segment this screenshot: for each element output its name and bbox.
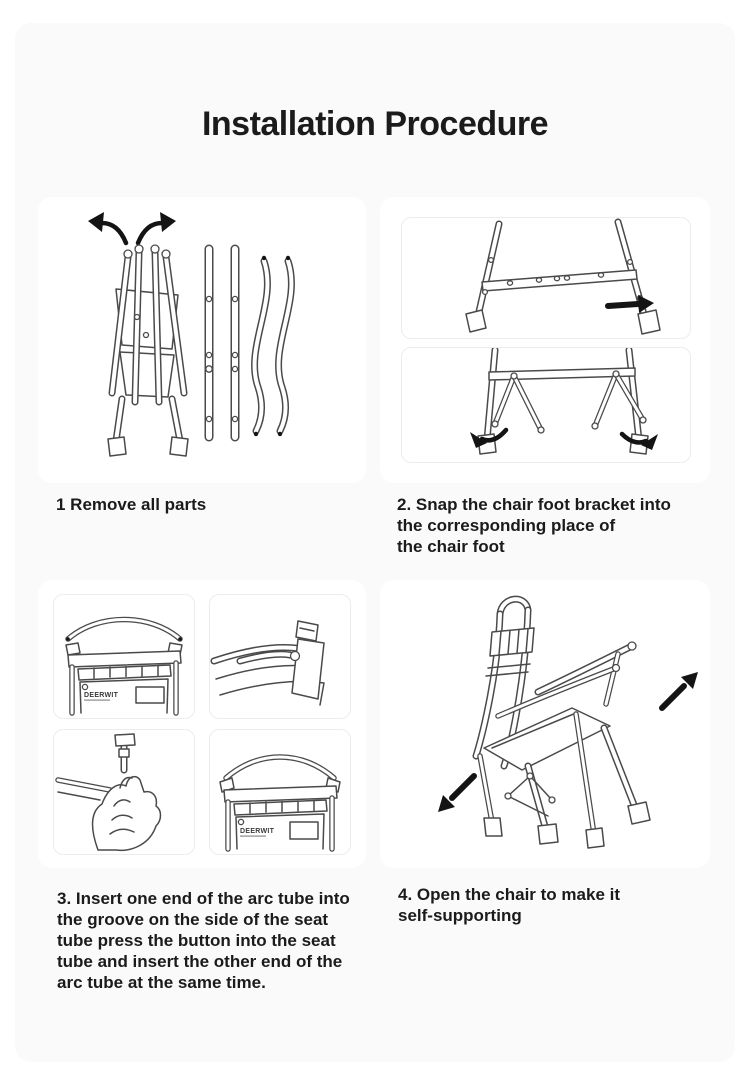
curved-arrow-left-icon bbox=[88, 212, 129, 246]
arrow-up-right-icon bbox=[659, 672, 698, 711]
left-foot-bracket-drawing bbox=[491, 372, 545, 434]
hand-press-button-drawing bbox=[55, 733, 162, 852]
straight-tubes-drawing bbox=[204, 244, 240, 442]
step-1-caption: 1 Remove all parts bbox=[56, 495, 207, 514]
curved-arrow-down-right-icon bbox=[619, 431, 658, 450]
step-3-caption: 3. Insert one end of the arc tube into t… bbox=[57, 889, 350, 992]
step-3-tile-press-button bbox=[53, 729, 195, 855]
step-1-illustration-folded-chair-parts bbox=[88, 212, 295, 457]
step-2-illustration-foot-brackets bbox=[470, 348, 658, 455]
step-3-panel: DEERWIT bbox=[38, 580, 366, 868]
step-3-tile-arc-installed: DEERWIT bbox=[209, 729, 351, 855]
step-3-tile-arc-above-seat: DEERWIT bbox=[53, 594, 195, 719]
step-2-bottom-frame bbox=[401, 347, 691, 463]
brand-logo-text: DEERWIT bbox=[84, 692, 119, 699]
step-1-panel bbox=[38, 197, 366, 483]
page-title: Installation Procedure bbox=[201, 105, 549, 143]
curved-arrow-down-left-icon bbox=[470, 427, 509, 448]
folded-chair-drawing bbox=[107, 244, 189, 457]
step-4-illustration-open-chair bbox=[438, 595, 698, 849]
right-arrow-icon bbox=[605, 295, 654, 313]
arc-above-seat-drawing: DEERWIT bbox=[65, 616, 183, 716]
half-open-chair-drawing bbox=[472, 595, 651, 849]
curved-arrow-right-icon bbox=[135, 212, 176, 246]
step-4-caption: 4. Open the chair to make it self-suppor… bbox=[398, 885, 621, 925]
groove-closeup-drawing bbox=[210, 620, 325, 706]
arc-tubes-drawing bbox=[251, 255, 295, 437]
arrow-down-left-icon bbox=[438, 773, 477, 812]
arc-installed-drawing: DEERWIT bbox=[219, 754, 341, 852]
brand-logo-text: DEERWIT bbox=[240, 828, 275, 835]
step-4-panel bbox=[380, 580, 710, 868]
step-3-tile-groove-closeup bbox=[209, 594, 351, 719]
content-card: Installation Procedure bbox=[15, 23, 735, 1062]
step-2-panel bbox=[380, 197, 710, 483]
step-2-top-frame bbox=[401, 217, 691, 339]
step-2-illustration-crossbar bbox=[465, 218, 661, 335]
right-foot-bracket-drawing bbox=[591, 370, 647, 430]
step-2-caption: 2. Snap the chair foot bracket into the … bbox=[397, 495, 671, 556]
